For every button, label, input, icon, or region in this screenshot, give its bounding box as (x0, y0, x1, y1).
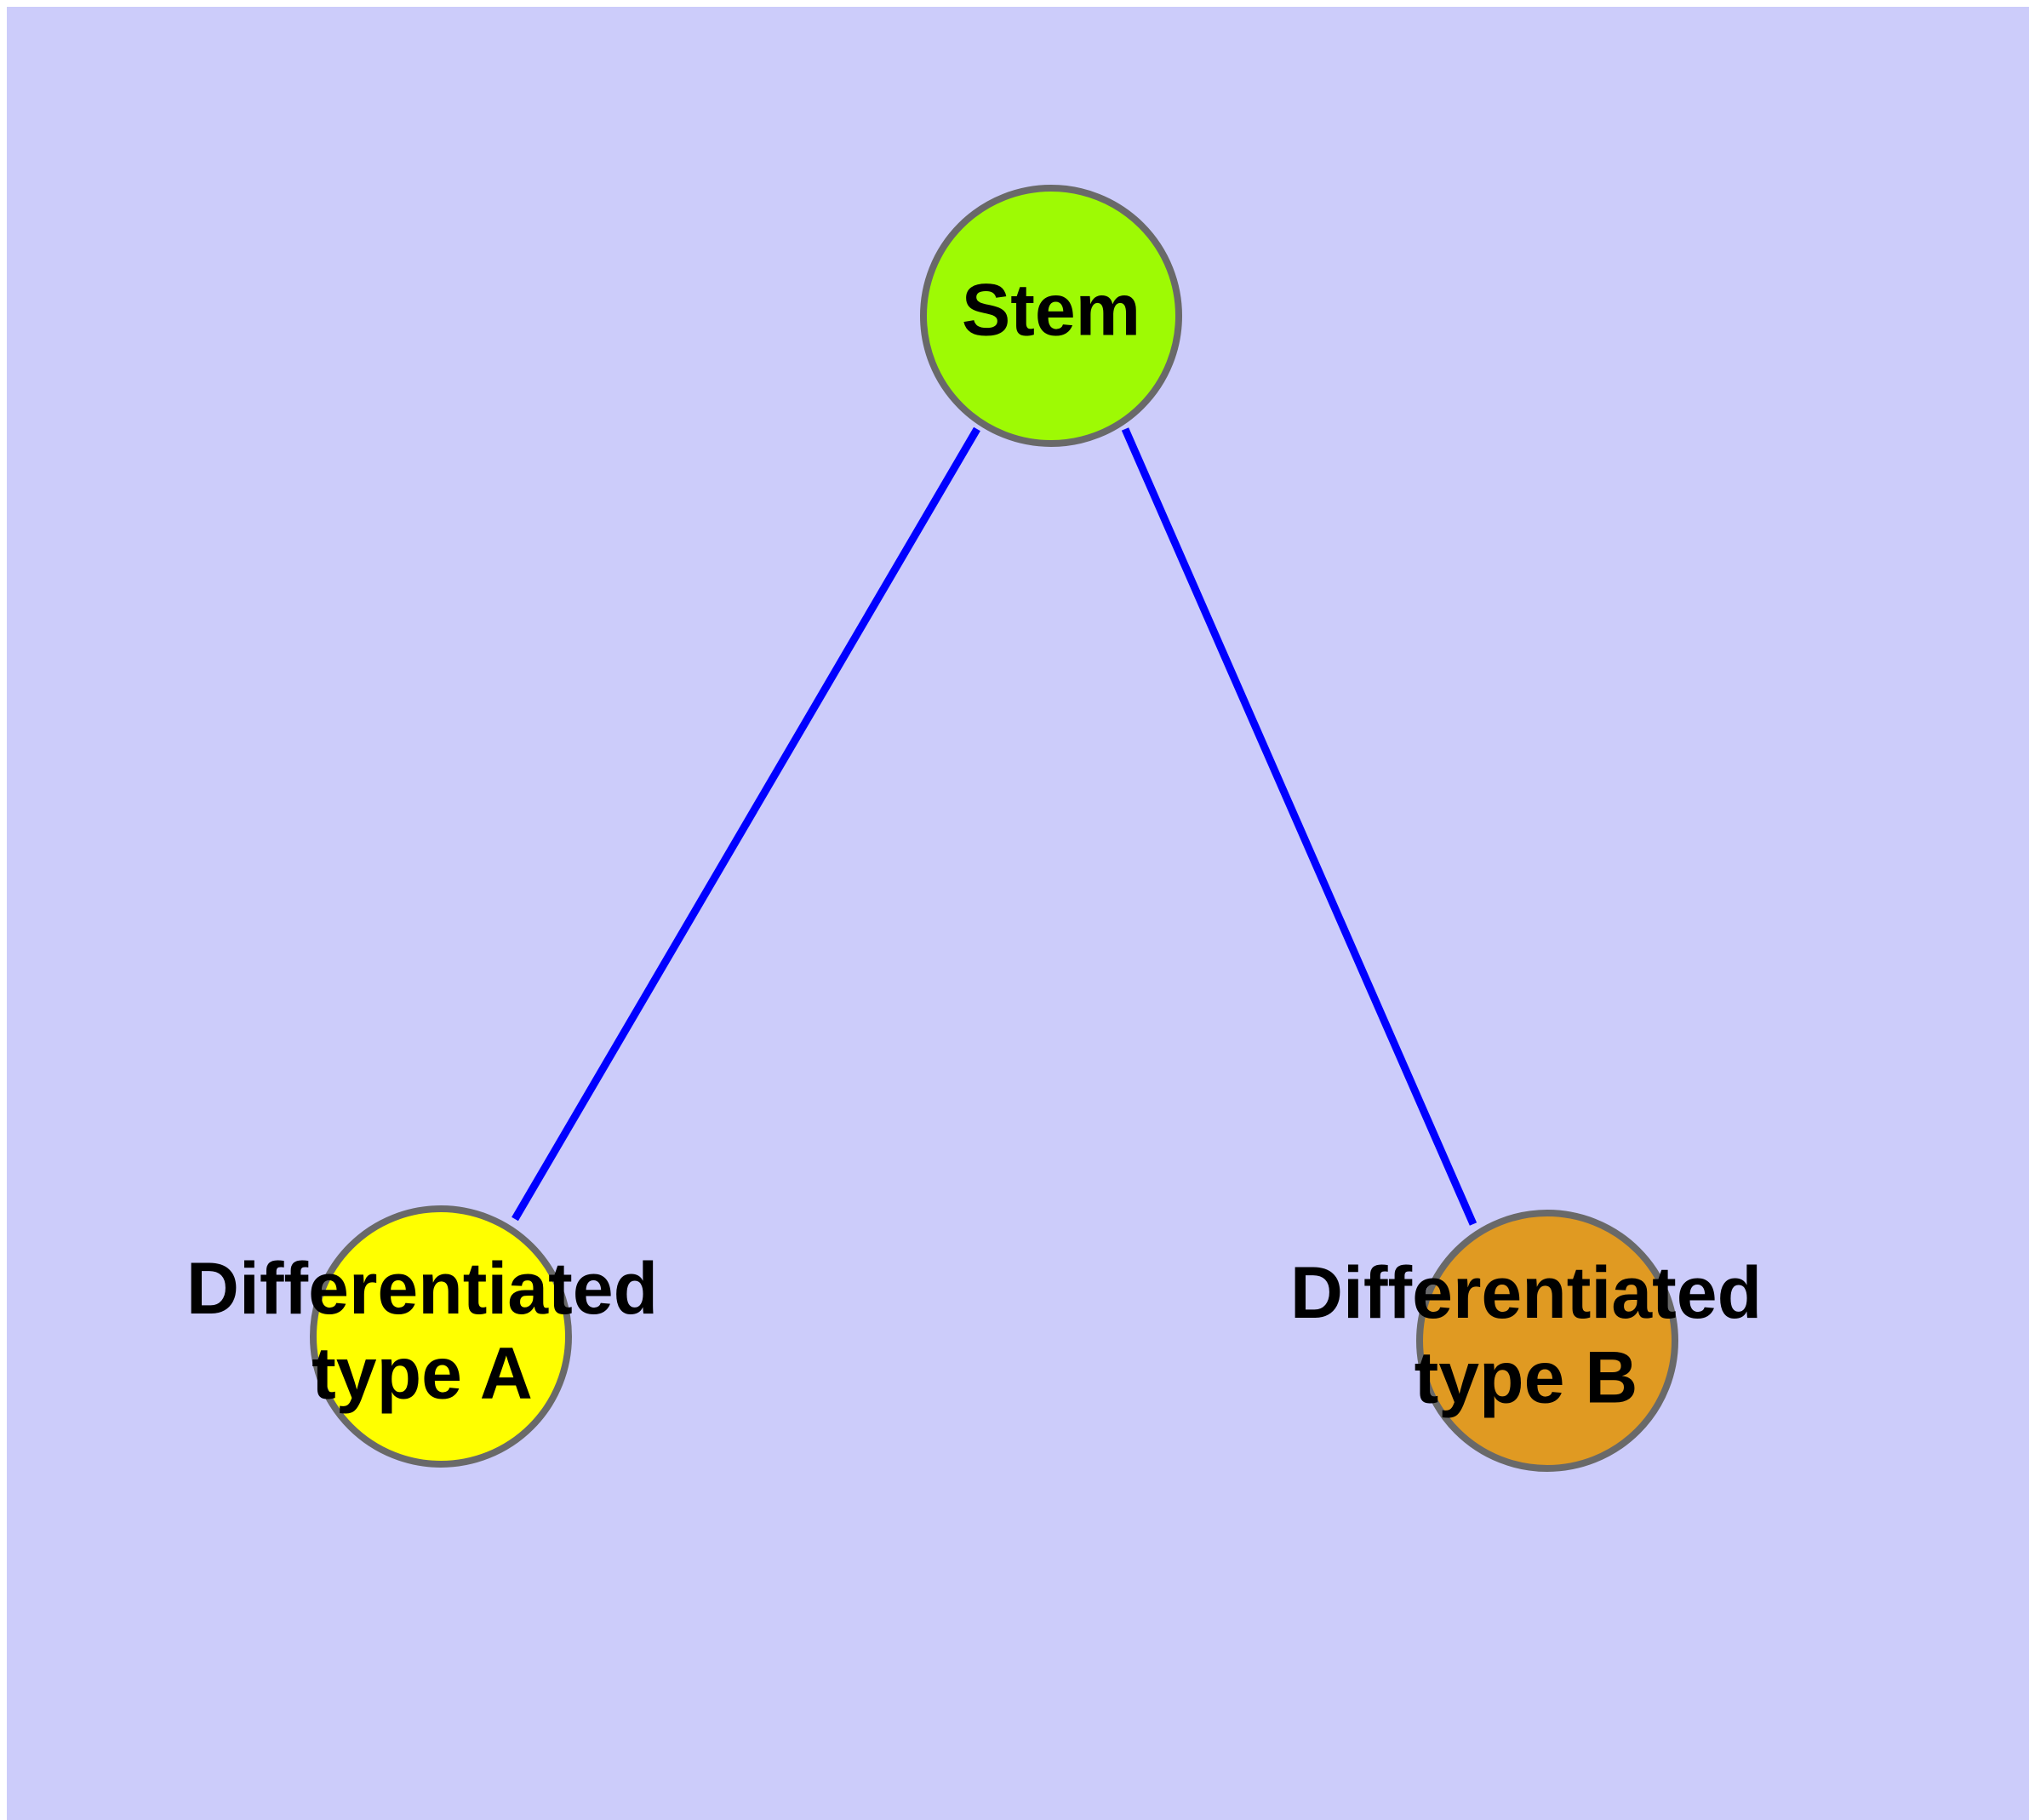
node-label-stem-line-1: Stem (962, 270, 1140, 352)
graph-node-stem[interactable] (920, 185, 1182, 447)
graph-edge-stem-to-diff-b (1121, 427, 1477, 1226)
node-label-diff_a-line-2: type A (311, 1333, 533, 1415)
edges-layer (512, 426, 1477, 1226)
graph-node-diff_b[interactable] (1416, 1210, 1678, 1472)
node-label-diff_b-line-1: Differentiated (1290, 1252, 1762, 1334)
graph-node-diff_a[interactable] (310, 1205, 572, 1468)
graph-edge-stem-to-diff-a (512, 426, 980, 1222)
node-label-diff_a-line-1: Differentiated (186, 1248, 658, 1330)
node-label-diff_b-line-2: type B (1415, 1337, 1638, 1419)
nodes-layer (310, 185, 1678, 1472)
